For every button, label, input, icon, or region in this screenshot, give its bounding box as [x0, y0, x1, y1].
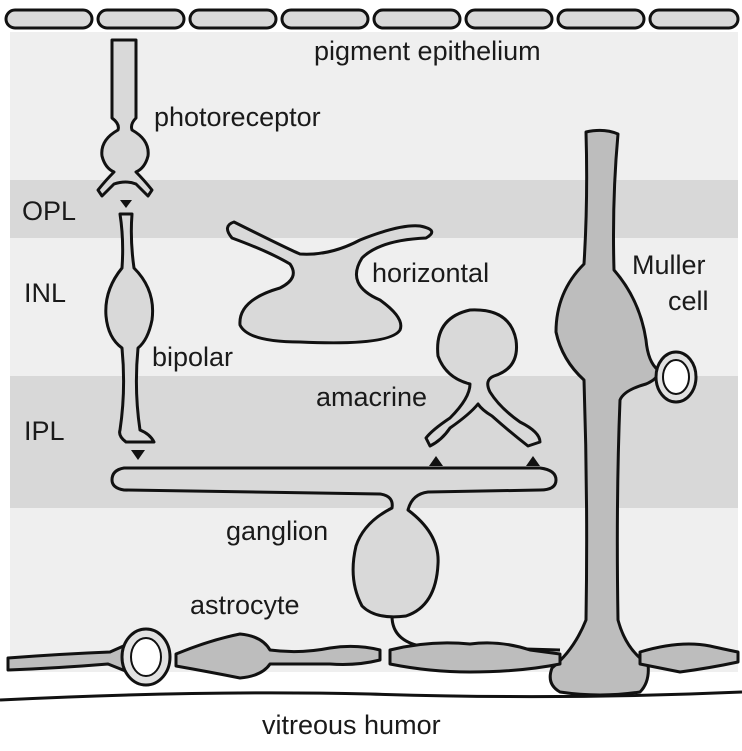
label-astrocyte: astrocyte — [190, 590, 300, 620]
label-horizontal: horizontal — [372, 258, 489, 288]
label-vitreous-humor: vitreous humor — [262, 710, 441, 740]
label-ganglion: ganglion — [226, 516, 328, 546]
astrocyte-cell-right — [388, 641, 562, 674]
pigment-epithelium-cells — [4, 8, 740, 30]
label-opl: OPL — [22, 196, 76, 226]
astrocyte-cell-far-right — [638, 642, 740, 674]
opl-band — [10, 180, 738, 238]
label-inl: INL — [24, 278, 66, 308]
astrocyte-cell — [174, 632, 382, 680]
inner-limiting-membrane — [0, 690, 742, 702]
ganglion-cell — [110, 466, 558, 619]
amacrine-synapse-arrow-right — [526, 456, 540, 466]
muller-vessel-lumen — [662, 359, 690, 395]
label-muller: Muller — [632, 250, 706, 280]
horizontal-cell — [226, 220, 434, 345]
label-bipolar: bipolar — [152, 342, 233, 372]
label-ipl: IPL — [24, 416, 65, 446]
astrocyte-vessel-lumen — [130, 637, 162, 677]
bipolar-cell — [104, 212, 156, 444]
label-muller-cell: cell — [668, 286, 709, 316]
photoreceptor-cell — [96, 38, 154, 198]
amacrine-synapse-arrow-left — [429, 456, 443, 466]
amacrine-cell — [424, 308, 542, 448]
label-photoreceptor: photoreceptor — [154, 102, 321, 132]
label-pigment-epithelium: pigment epithelium — [314, 36, 541, 66]
photoreceptor-synapse-arrow — [120, 200, 132, 208]
label-amacrine: amacrine — [316, 382, 427, 412]
bipolar-synapse-arrow — [131, 450, 145, 460]
